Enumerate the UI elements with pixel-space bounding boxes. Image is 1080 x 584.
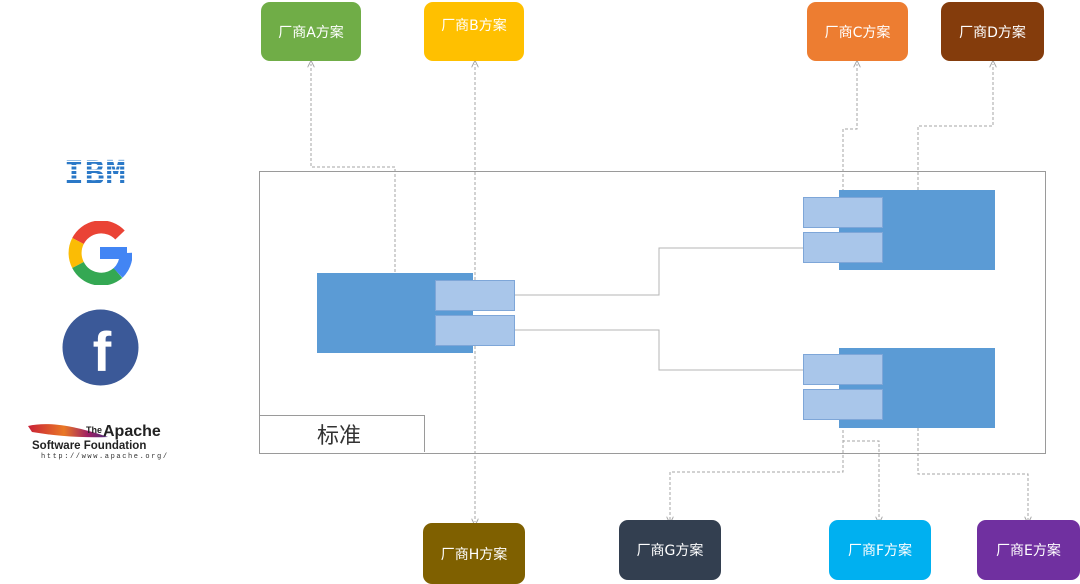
dash-f [842, 420, 879, 520]
bottom-right-port-top[interactable] [803, 354, 883, 385]
left-port-top[interactable] [435, 280, 515, 311]
left-port-bottom[interactable] [435, 315, 515, 346]
dash-a [311, 64, 396, 272]
vendor-f-box[interactable]: 厂商F方案 [829, 520, 931, 580]
vendor-a-box[interactable]: 厂商A方案 [261, 2, 361, 61]
vendor-g-box[interactable]: 厂商G方案 [619, 520, 721, 580]
dash-d [917, 64, 993, 190]
dash-e [917, 428, 1028, 520]
link-left-to-top-right [515, 247, 803, 296]
standard-label: 标准 [259, 415, 425, 452]
standard-frame [259, 171, 1046, 454]
google-logo-text: G [68, 221, 69, 222]
top-right-port-top[interactable] [803, 197, 883, 228]
ibm-logo: IBM [64, 153, 138, 193]
top-right-port-bottom[interactable] [803, 232, 883, 263]
vendor-d-box[interactable]: 厂商D方案 [941, 2, 1044, 61]
apache-feather-logo [28, 424, 108, 438]
vendor-e-box[interactable]: 厂商E方案 [977, 520, 1080, 580]
vendor-b-box[interactable]: 厂商B方案 [424, 2, 524, 61]
bottom-right-port-bottom[interactable] [803, 389, 883, 420]
dash-c [842, 64, 857, 197]
dash-g [670, 420, 844, 520]
apache-subtitle: Software Foundation [32, 440, 147, 452]
ibm-logo-text: IBM [64, 153, 127, 192]
apache-the: The [86, 425, 103, 435]
facebook-logo-text: f [93, 320, 112, 383]
link-left-to-bottom-right [515, 329, 803, 371]
apache-url: http://www.apache.org/ [41, 453, 169, 461]
apache-name: Apache [103, 423, 161, 440]
google-logo: G [68, 221, 132, 285]
vendor-c-box[interactable]: 厂商C方案 [807, 2, 908, 61]
facebook-logo: f [62, 309, 139, 386]
vendor-h-box[interactable]: 厂商H方案 [423, 523, 525, 584]
